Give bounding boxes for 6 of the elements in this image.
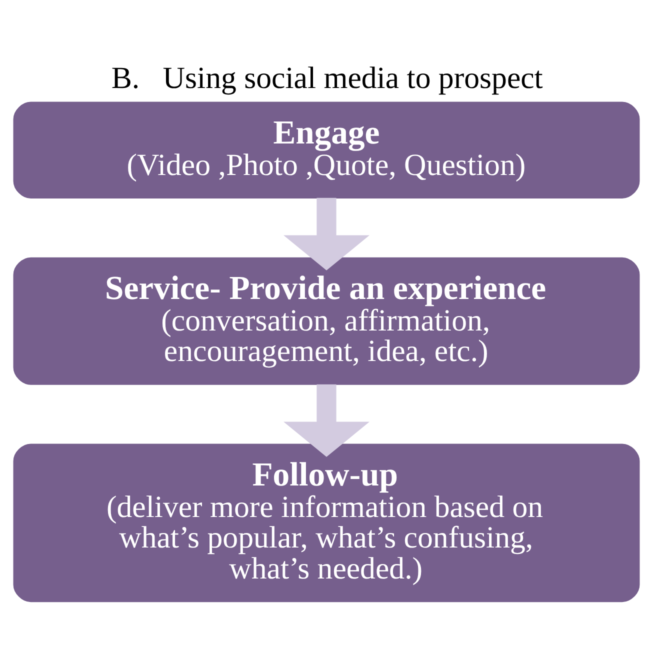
node-box: Follow-up (deliver more information based on what’s popular, what’s confusing, what’s needed.) <box>13 444 640 602</box>
diagram-title: B. Using social media to prospect <box>111 60 543 95</box>
arrow <box>284 198 370 270</box>
arrow <box>284 384 370 457</box>
node-box: Service- Provide an experience (conversation, affirmation, encouragement, idea, etc.) <box>13 257 640 385</box>
node-box: Engage (Video ,Photo ,Quote, Question) <box>13 102 640 198</box>
